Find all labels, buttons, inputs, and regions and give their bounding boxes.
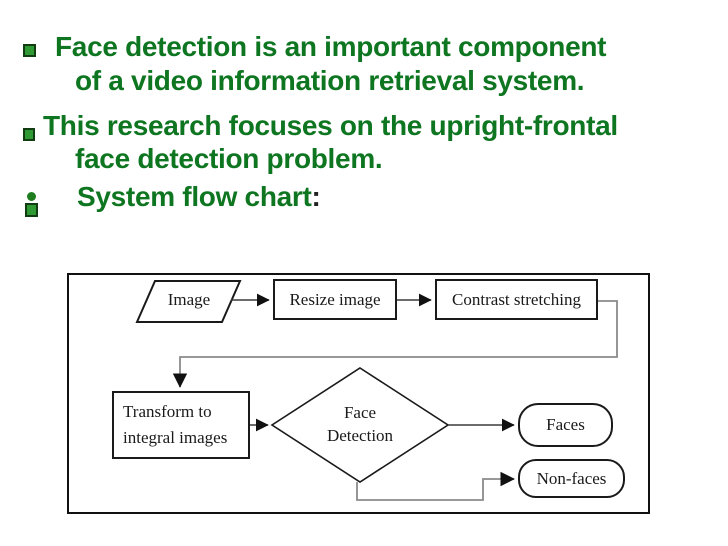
image-parallelogram-shape: [135, 280, 242, 323]
node-faces-label: Faces: [546, 415, 585, 434]
node-face-detection-line-2: Detection: [326, 426, 394, 445]
flowchart-frame: [67, 273, 650, 514]
node-face-detection-label: Face Detection: [300, 401, 420, 447]
bullet-square-icon: [25, 203, 38, 217]
bullet-square-icon: [23, 44, 36, 57]
edge-decision-to-nonfaces: [356, 471, 515, 501]
flowchart-canvas: [67, 273, 650, 514]
node-transform-integral: Transform to integral images: [112, 391, 250, 459]
node-faces: Faces: [518, 403, 613, 447]
node-transform-line-2: integral images: [123, 428, 228, 447]
bullet-2-line-2: face detection problem.: [75, 143, 383, 174]
node-transform-line-1: Transform to: [123, 402, 212, 421]
system-flow-chart: Image Resize image Contrast stretching T…: [67, 273, 650, 514]
bullet-1-line-2: of a video information retrieval system.: [75, 65, 585, 96]
bullet-3-colon: :: [311, 181, 321, 212]
node-contrast-stretching-label: Contrast stretching: [452, 289, 581, 309]
bullet-dot-icon: [27, 192, 36, 201]
node-resize-image: Resize image: [273, 279, 397, 320]
node-non-faces: Non-faces: [518, 459, 625, 498]
face-detection-diamond-shape: [270, 367, 450, 483]
node-non-faces-label: Non-faces: [536, 468, 607, 488]
node-image-label: Image: [167, 290, 211, 309]
node-face-detection-line-1: Face: [343, 403, 377, 422]
edge-contrast-to-transform: [172, 300, 618, 388]
bullet-2-line-1: This research focuses on the upright-fro…: [43, 110, 618, 141]
bullet-square-icon: [23, 128, 35, 141]
bullet-1-line-1: Face detection is an important component: [55, 31, 607, 62]
bullet-3-line-1: System flow chart:: [77, 181, 321, 213]
bullet-3-text: System flow chart: [77, 181, 312, 212]
node-contrast-stretching: Contrast stretching: [435, 279, 598, 320]
node-resize-image-label: Resize image: [289, 289, 381, 309]
